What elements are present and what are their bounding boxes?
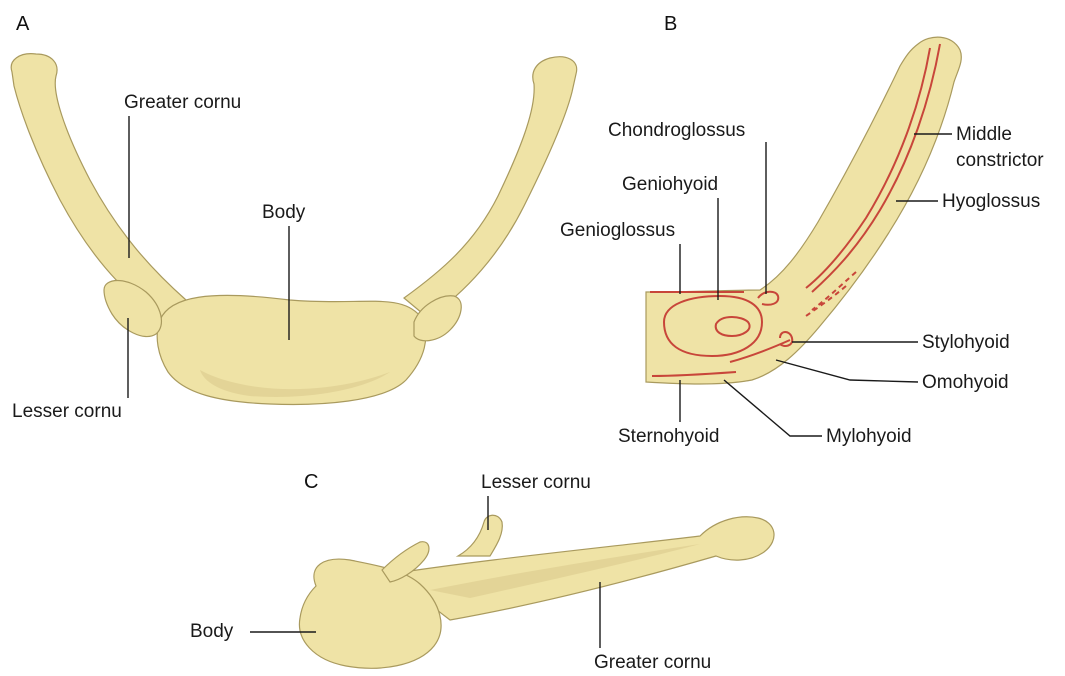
panel-b: B Chondroglossus Geniohyoid Genioglossus… [560,13,1044,447]
panel-c: C Lesser cornu Body Greater cornu [190,471,774,673]
panel-b-omohyoid-label: Omohyoid [922,372,1009,393]
panel-b-middle-constrictor-label-1: Middle [956,124,1012,145]
panel-a-body-label: Body [262,202,306,223]
panel-b-geniohyoid-label: Geniohyoid [622,174,718,195]
panel-b-letter: B [664,13,677,35]
panel-b-mylohyoid-leader [724,380,822,436]
panel-a-greater-cornu-label: Greater cornu [124,92,241,113]
panel-b-chondroglossus-label: Chondroglossus [608,120,745,141]
panel-b-omohyoid-leader [776,360,918,382]
panel-a: A Greater cornu Body Lesser cornu [11,13,576,422]
panel-a-lesser-cornu-label: Lesser cornu [12,401,122,422]
panel-a-right-greater-cornu [404,57,577,318]
panel-b-hyoid-outline [646,37,961,384]
panel-b-sternohyoid-label: Sternohyoid [618,426,719,447]
panel-c-body-label: Body [190,621,234,642]
panel-c-letter: C [304,471,318,493]
panel-c-lesser-cornu-label: Lesser cornu [481,472,591,493]
panel-a-body [157,295,426,404]
panel-b-middle-constrictor-label-2: constrictor [956,150,1044,171]
panel-c-greater-cornu-label: Greater cornu [594,652,711,673]
panel-b-stylohyoid-label: Stylohyoid [922,332,1010,353]
panel-b-genioglossus-label: Genioglossus [560,220,675,241]
panel-c-lesser-cornu [458,515,502,556]
panel-b-hyoglossus-label: Hyoglossus [942,191,1040,212]
panel-a-letter: A [16,13,30,35]
panel-b-mylohyoid-label: Mylohyoid [826,426,912,447]
